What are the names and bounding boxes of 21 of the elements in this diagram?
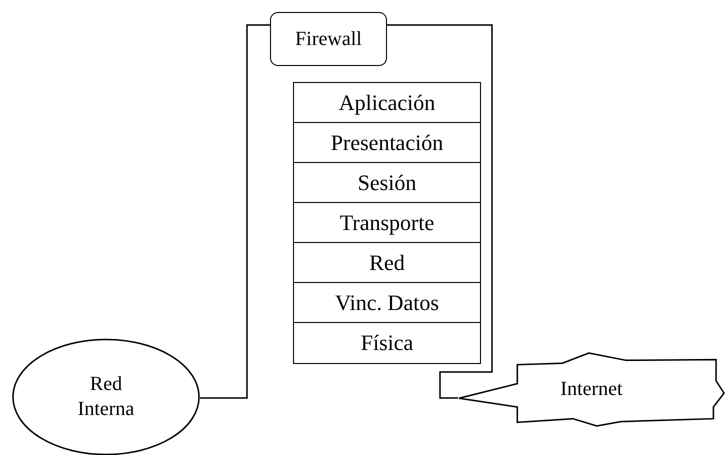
node-label: Red Interna: [76, 372, 136, 422]
layer-cell: [293, 202, 481, 243]
layer-cell: [293, 322, 481, 364]
layer-cell: [293, 82, 481, 123]
node-label: Red: [369, 248, 405, 276]
star-shape: [458, 352, 725, 427]
layer-cell: [293, 282, 481, 323]
firewall-box: [270, 12, 387, 66]
node-label: Internet: [560, 377, 623, 402]
connector-line: [200, 24, 270, 399]
layer-cell: [293, 122, 481, 163]
node-label: Transporte: [340, 208, 434, 236]
node-label: Presentación: [330, 128, 444, 156]
node-label: Física: [360, 329, 414, 357]
layer-cell: [293, 162, 481, 203]
connector-line: [387, 24, 493, 399]
node-label: Firewall: [295, 26, 362, 52]
node-label: Aplicación: [338, 88, 436, 116]
layer-cell: [293, 242, 481, 283]
node-label: Vinc. Datos: [335, 288, 439, 316]
node-label: Sesión: [358, 168, 416, 196]
